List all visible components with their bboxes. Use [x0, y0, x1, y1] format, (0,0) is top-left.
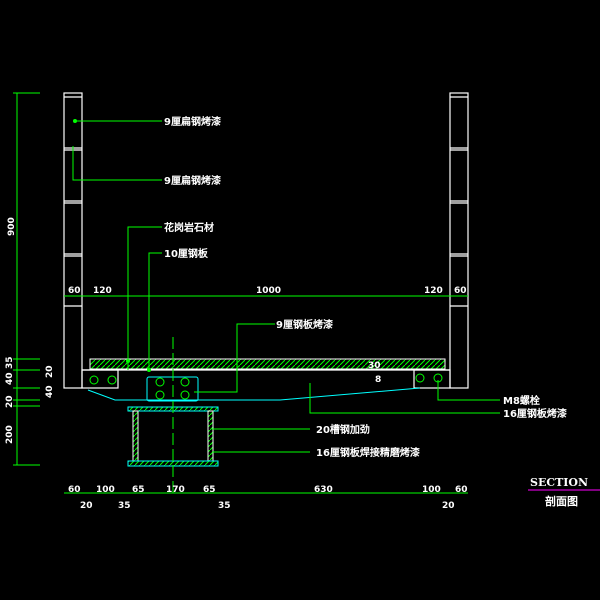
- dim-bottom-low: 35: [218, 501, 231, 511]
- dim-top: 120: [93, 286, 112, 296]
- dim-bottom: 630: [314, 485, 333, 495]
- dim-top: 120: [424, 286, 443, 296]
- dim-top: 60: [454, 286, 467, 296]
- dimension-lines: [13, 92, 600, 494]
- dim-height: 900: [7, 217, 17, 236]
- label-steel-plate-16-weld: 16厘钢板焊接精磨烤漆: [316, 446, 420, 459]
- dim-bottom: 170: [166, 485, 185, 495]
- label-steel-plate-9: 9厘钢板烤漆: [276, 318, 333, 331]
- dim-left-inner: 40: [45, 385, 55, 398]
- label-steel-plate-16: 16厘钢板烤漆: [503, 407, 567, 420]
- support-bracket: [87, 337, 421, 495]
- dim-bottom: 100: [422, 485, 441, 495]
- label-flat-steel-2: 9厘扁钢烤漆: [164, 174, 221, 187]
- dim-bottom: 60: [455, 485, 468, 495]
- dim-bottom: 65: [132, 485, 145, 495]
- dim-bottom: 100: [96, 485, 115, 495]
- dim-left: 40: [5, 372, 15, 385]
- dim-bottom-low: 20: [442, 501, 455, 511]
- dim-top: 1000: [256, 286, 281, 296]
- dim-top: 60: [68, 286, 81, 296]
- granite-deck: [81, 358, 451, 389]
- dim-bottom-low: 35: [118, 501, 131, 511]
- dim-bottom: 65: [203, 485, 216, 495]
- dim-small: 8: [375, 375, 381, 385]
- title-cn: 剖面图: [545, 494, 578, 508]
- label-granite: 花岗岩石材: [164, 221, 214, 234]
- label-bolt: M8螺栓: [503, 394, 540, 407]
- label-channel: 20槽钢加劲: [316, 423, 370, 436]
- dim-bottom: 60: [68, 485, 81, 495]
- label-steel-plate-10: 10厘钢板: [164, 247, 209, 260]
- left-post: [63, 92, 83, 389]
- leaders: [72, 119, 500, 453]
- dim-left: 35: [5, 356, 15, 369]
- dim-left: 20: [5, 395, 15, 408]
- dim-left-inner: 20: [45, 365, 55, 378]
- dim-bottom-low: 20: [80, 501, 93, 511]
- right-post: [449, 92, 469, 389]
- dim-small: 30: [368, 361, 381, 371]
- dim-left: 200: [5, 425, 15, 444]
- title-en: SECTION: [530, 476, 588, 489]
- label-flat-steel-1: 9厘扁钢烤漆: [164, 115, 221, 128]
